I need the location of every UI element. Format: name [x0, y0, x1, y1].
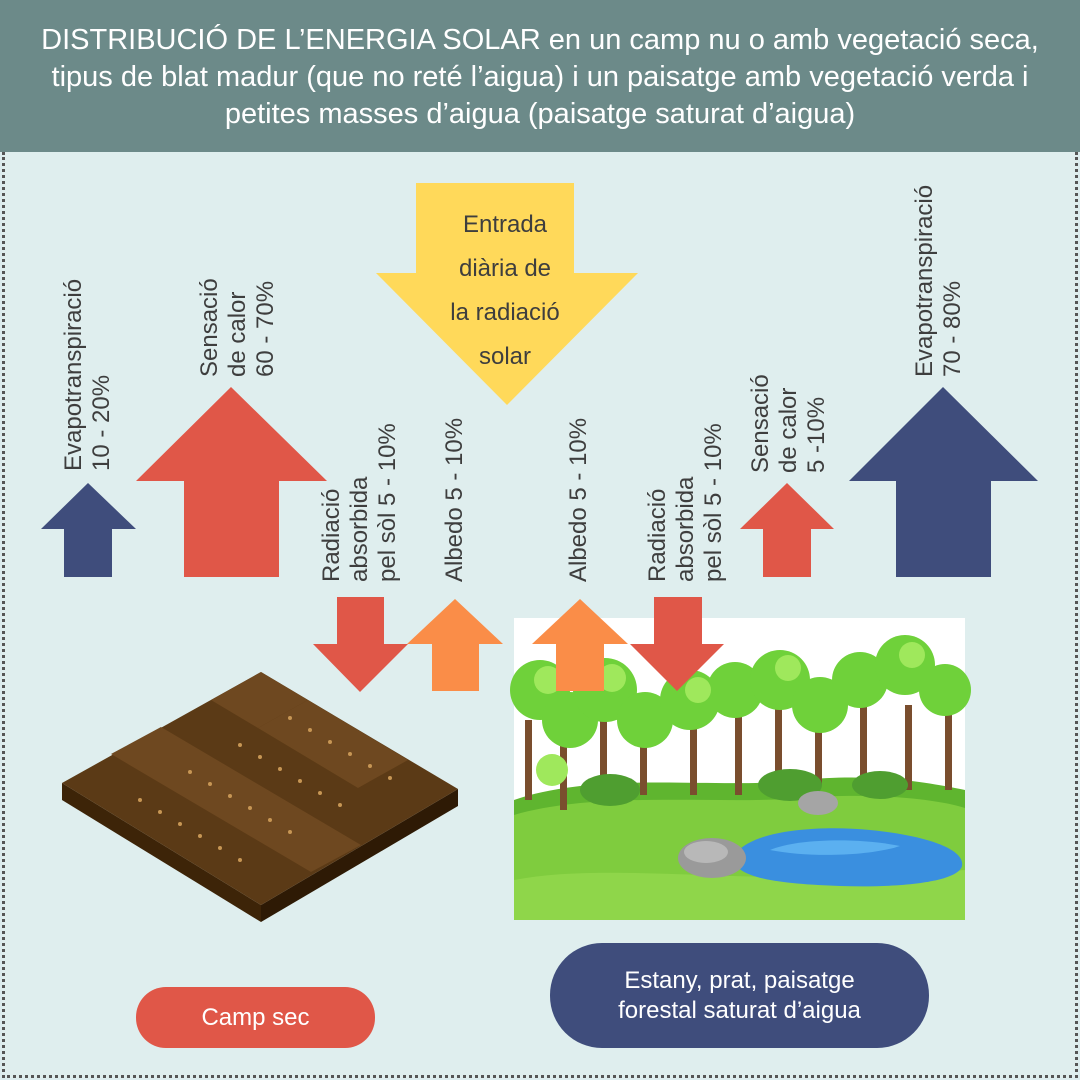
dry-field-caption-text: Camp sec: [201, 1003, 310, 1031]
left-absorbed-label: Radiació absorbida pel sòl 5 - 10%: [318, 423, 401, 582]
right-absorbed-arrow: [630, 597, 724, 691]
left-absorbed-arrow: [313, 597, 408, 692]
right-evapotranspiration-arrow: [849, 387, 1038, 577]
right-albedo-label: Albedo 5 - 10%: [565, 417, 592, 582]
left-albedo-arrow: [407, 599, 503, 691]
solar-input-label: Entrada diària de la radiació solar: [450, 211, 560, 370]
right-albedo-arrow: [532, 599, 628, 691]
title-bold: DISTRIBUCIÓ DE L’ENERGIA SOLAR: [41, 24, 541, 56]
solar-input-arrow: [376, 183, 638, 405]
right-absorbed-label: Radiació absorbida pel sòl 5 - 10%: [644, 423, 727, 582]
wet-landscape-caption: Estany, prat, paisatge forestal saturat …: [550, 943, 929, 1048]
right-evapotranspiration-label: Evapotranspiració 70 - 80%: [911, 184, 966, 377]
title-banner: DISTRIBUCIÓ DE L’ENERGIA SOLAR en un cam…: [0, 0, 1080, 152]
title-rest: en un camp nu o amb vegetació seca, tipu…: [51, 24, 1039, 130]
dry-field-caption: Camp sec: [136, 987, 375, 1048]
left-heat-arrow: [136, 387, 327, 577]
right-heat-arrow: [740, 483, 834, 577]
left-heat-label: Sensació de calor 60 - 70%: [196, 278, 279, 377]
left-evapotranspiration-label: Evapotranspiració 10 - 20%: [60, 278, 115, 471]
wet-landscape-caption-text: Estany, prat, paisatge forestal saturat …: [618, 966, 861, 1024]
right-heat-label: Sensació de calor 5 -10%: [747, 374, 830, 473]
left-albedo-label: Albedo 5 - 10%: [441, 417, 468, 582]
left-evapotranspiration-arrow: [41, 483, 136, 577]
dry-field-illustration: [62, 672, 458, 922]
